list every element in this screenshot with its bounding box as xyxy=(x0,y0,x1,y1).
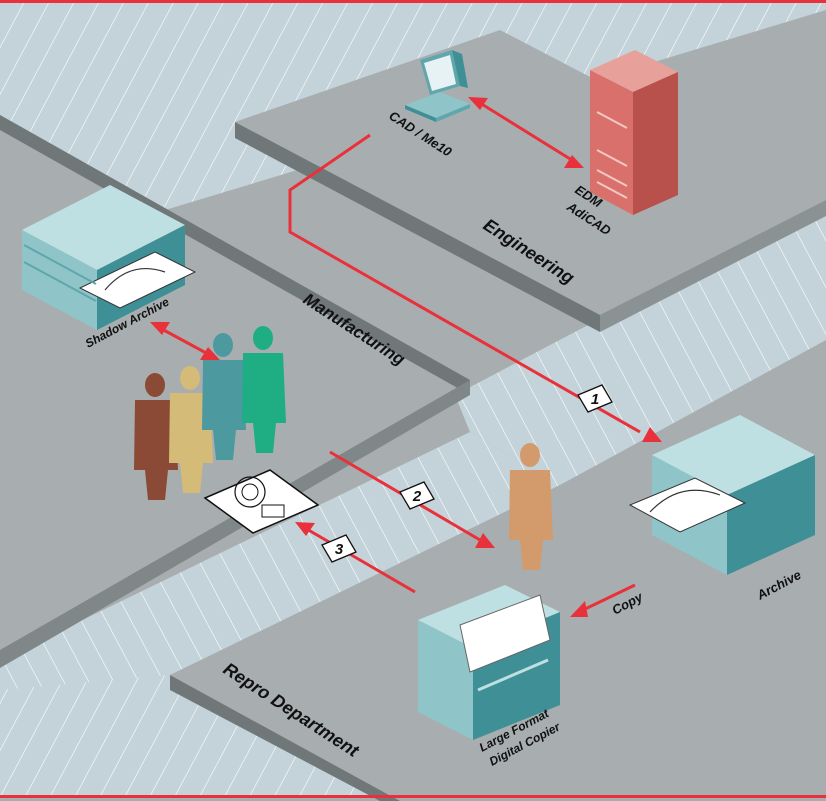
drawing-sheet xyxy=(203,469,320,534)
svg-text:3: 3 xyxy=(335,541,344,558)
frame-top xyxy=(0,0,826,3)
copy-arrow xyxy=(582,583,636,612)
archive-cabinet xyxy=(628,415,815,575)
arrowhead-icon xyxy=(468,97,488,110)
corridor-bottom xyxy=(0,675,395,795)
step-badge-2: 2 xyxy=(399,481,435,510)
person-icon xyxy=(169,366,213,493)
arrowhead-icon xyxy=(564,155,584,168)
corridor-middle xyxy=(455,200,826,485)
cad-edm-connector xyxy=(479,101,576,164)
arrowhead-icon xyxy=(475,533,495,548)
computer-icon xyxy=(405,50,470,122)
step-badge-3: 3 xyxy=(321,534,357,563)
arrowhead-icon xyxy=(570,601,588,617)
svg-text:1: 1 xyxy=(591,391,599,408)
shadow-archive-connector xyxy=(159,326,209,356)
flow-1-path xyxy=(288,133,641,434)
arrowhead-icon xyxy=(295,522,315,536)
arrowhead-icon xyxy=(642,427,662,442)
flow-3-path xyxy=(304,526,416,594)
person-icon xyxy=(509,443,553,570)
step-badge-1: 1 xyxy=(577,384,613,413)
frame-bottom xyxy=(0,795,826,798)
engineering-floor xyxy=(235,30,826,332)
person-icon xyxy=(134,373,178,500)
people-group xyxy=(134,326,286,500)
server-icon xyxy=(590,50,678,215)
copier-icon xyxy=(418,585,560,740)
flow-arrows xyxy=(159,101,641,612)
arrowhead-icon xyxy=(200,347,220,360)
shadow-archive-cabinet xyxy=(22,185,197,330)
svg-text:2: 2 xyxy=(412,488,422,505)
arrowhead-icon xyxy=(150,322,170,335)
person-icon xyxy=(202,333,246,460)
person-icon xyxy=(242,326,286,453)
